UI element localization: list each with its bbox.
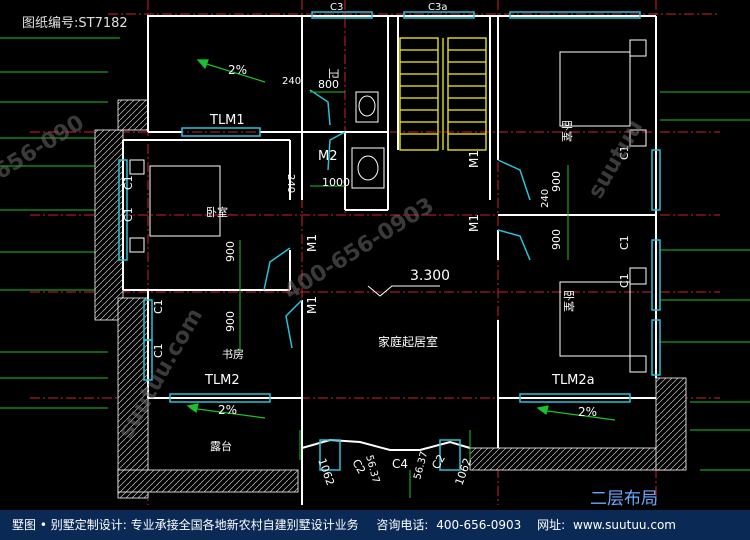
plan-title: 二层布局 (590, 489, 658, 509)
room-terrace: 露台 (210, 439, 232, 453)
dim-800: 800 (318, 78, 339, 91)
label-m1-a: M1 (305, 234, 319, 252)
footer-company: 墅图 • 别墅定制设计: 专业承接全国各地新农村自建别墅设计业务 (12, 518, 359, 532)
footer-site-label: 网址: (537, 518, 566, 532)
watermark-site-a: suutuu (584, 116, 649, 203)
label-c3: C3 (330, 2, 343, 13)
label-c3a: C3a (428, 2, 447, 13)
label-tlm1: TLM1 (209, 113, 245, 128)
component-labels: TLM1 TLM2 TLM2a M2 M1 M1 M1 M1 C1 C1 C1 … (122, 2, 631, 476)
dim-240-a: 240 (282, 76, 301, 87)
label-c1-e: C1 (152, 343, 165, 358)
elevation-mark (367, 285, 440, 297)
room-bedroom-right-bottom: 卧室 (562, 290, 576, 312)
bed-left-icon (149, 165, 221, 237)
watermark-phone-b: 656-090 (0, 110, 89, 185)
label-c1-f: C1 (122, 175, 135, 190)
room-wc: 卫 (327, 68, 340, 79)
label-tlm2a: TLM2a (551, 373, 595, 388)
fixtures (129, 39, 647, 373)
label-tlm2: TLM2 (204, 373, 240, 388)
footer-phone[interactable]: 400-656-0903 (436, 518, 522, 532)
slope-c: 2% (578, 405, 597, 419)
footer-site-link[interactable]: www.suutuu.com (573, 518, 676, 532)
label-c2-b: C2 (429, 452, 448, 471)
label-c2-a: C2 (349, 457, 368, 476)
balcony-walls (94, 99, 687, 499)
label-m1-c: M1 (467, 214, 481, 232)
slope-arrows (186, 59, 616, 421)
dim-240-c: 240 (540, 189, 551, 208)
stair (399, 37, 487, 151)
slope-a: 2% (228, 63, 247, 77)
basin-icon (351, 147, 385, 189)
dim-1000: 1000 (322, 176, 350, 189)
footer-phone-label: 咨询电话: (376, 518, 429, 532)
dim-900-c: 900 (550, 171, 563, 192)
dimension-labels: 800 1000 240 240 240 900 900 900 900 106… (218, 63, 597, 487)
dim-900-d: 900 (550, 229, 563, 250)
drawing-id: 图纸编号:ST7182 (22, 16, 128, 31)
bed-right-top-icon (559, 51, 631, 127)
room-labels: 卧室 卧室 卧室 家庭起居室 书房 露台 卫 (206, 68, 576, 453)
label-c1-c: C1 (618, 273, 631, 288)
elevation-label: 3.300 (410, 268, 450, 284)
footer-bar: 墅图 • 别墅定制设计: 专业承接全国各地新农村自建别墅设计业务 咨询电话: 4… (0, 510, 750, 540)
bed-right-bottom-icon (559, 281, 631, 357)
room-study: 书房 (222, 348, 244, 361)
room-living: 家庭起居室 (378, 334, 438, 349)
dim-900-b: 900 (224, 311, 237, 332)
dim-5637-b: 56.37 (412, 450, 430, 481)
label-m1-b: M1 (305, 296, 319, 314)
toilet-icon (355, 91, 379, 123)
label-c1-a: C1 (618, 145, 631, 160)
slope-b: 2% (218, 403, 237, 417)
guide-lines (0, 37, 750, 471)
dim-240-b: 240 (285, 174, 296, 193)
walls (122, 15, 657, 505)
label-c1-b: C1 (618, 235, 631, 250)
label-c1-d: C1 (152, 299, 165, 314)
label-m2: M2 (318, 149, 338, 164)
doors (263, 89, 531, 349)
room-bedroom-right-top: 卧室 (560, 120, 574, 142)
label-c4: C4 (392, 457, 408, 471)
label-c1-g: C1 (122, 207, 135, 222)
label-m1-d: M1 (467, 150, 481, 168)
room-bedroom-left: 卧室 (206, 205, 228, 219)
dimension-lines (239, 91, 569, 498)
dim-1062-a: 1062 (315, 457, 337, 488)
dim-1062-b: 1062 (453, 456, 475, 487)
dim-900-a: 900 (224, 241, 237, 262)
windows (118, 11, 661, 471)
